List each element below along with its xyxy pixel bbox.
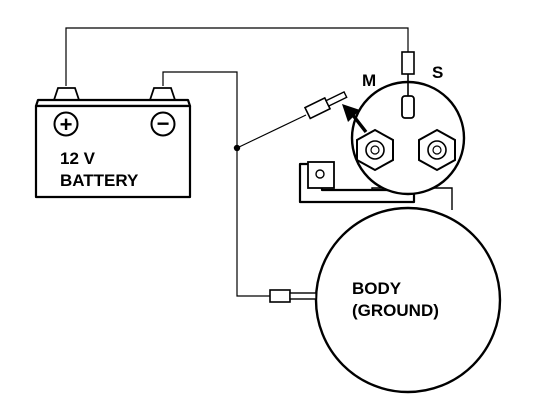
battery-positive-symbol: +: [60, 112, 73, 137]
wire-negative-to-ground: [162, 71, 272, 297]
mount-hole: [315, 169, 325, 179]
battery-voltage-label: 12 V: [60, 149, 96, 168]
battery-negative-post: [148, 87, 177, 101]
battery-name-label: BATTERY: [60, 171, 139, 190]
s-terminal-connector: [401, 51, 415, 88]
ground-connector: [269, 289, 317, 303]
m-probe-connector: [303, 90, 348, 120]
s-terminal-spade: [401, 95, 415, 119]
positive-terminal-icon: [53, 111, 79, 137]
battery-positive-post: [52, 87, 81, 101]
ground-label: (GROUND): [352, 301, 439, 320]
wire-positive-to-s-terminal: [65, 27, 409, 86]
terminal-m-label: M: [362, 71, 376, 90]
battery-negative-symbol: −: [157, 111, 170, 136]
terminal-s-label: S: [432, 63, 443, 82]
starter-motor: BODY (GROUND): [314, 187, 502, 394]
solenoid: [298, 80, 466, 204]
wire-junction-dot: [233, 144, 241, 152]
arrow-to-m-terminal-icon: [342, 104, 368, 134]
body-label: BODY: [352, 279, 402, 298]
negative-terminal-icon: [150, 111, 176, 137]
battery: + − 12 V BATTERY: [34, 87, 192, 199]
starter-body: [314, 206, 502, 394]
wire-branch-to-m-probe: [236, 114, 307, 149]
